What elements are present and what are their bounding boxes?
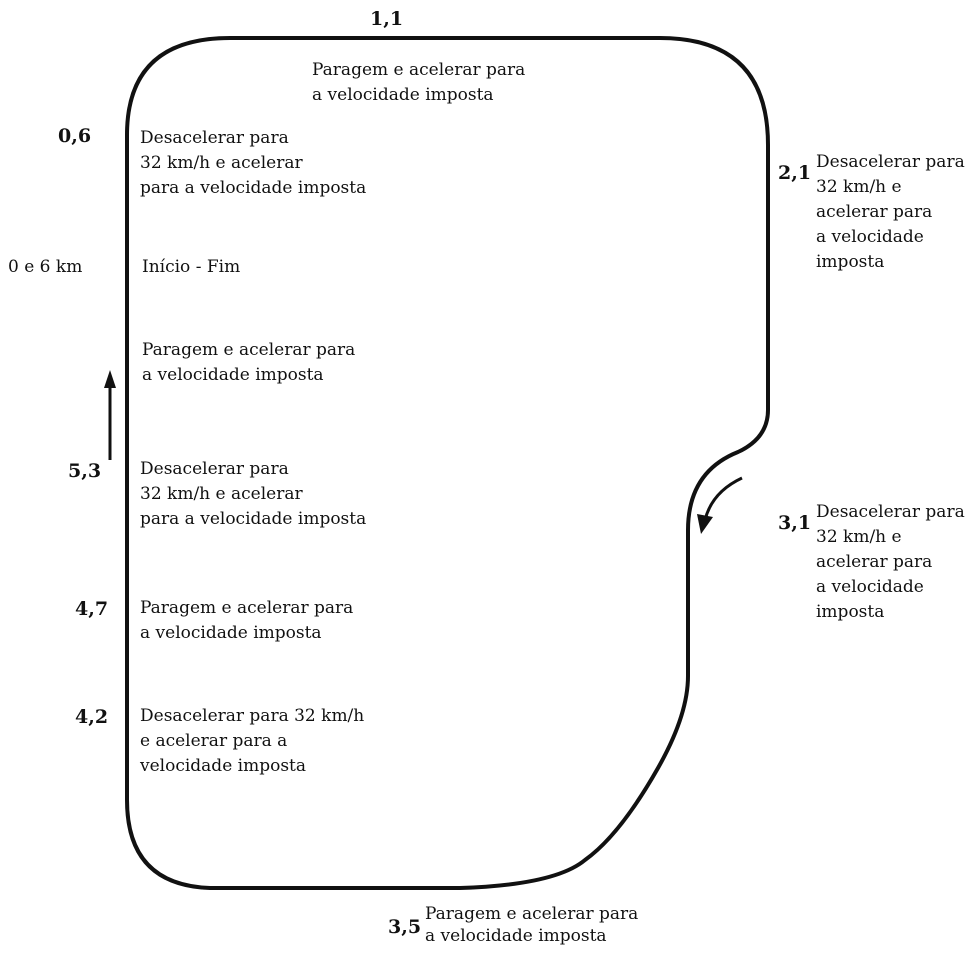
marker-km-4-7: 4,7 (75, 598, 109, 620)
note-line: Desacelerar para (140, 128, 289, 148)
direction-arrow-head-up-icon (104, 370, 116, 388)
note-line: a velocidade imposta (425, 926, 607, 946)
note-km-0-6: Desacelerar para 32 km/h e acelerar para… (140, 126, 366, 201)
note-line: imposta (816, 252, 885, 272)
note-line: Paragem e acelerar para (425, 904, 639, 924)
test-track-loop (125, 36, 770, 890)
marker-km-4-2: 4,2 (75, 706, 109, 728)
marker-km-0-6: 0,6 (58, 125, 92, 147)
note-line: Paragem e acelerar para (312, 60, 526, 80)
note-line: a velocidade (816, 227, 924, 247)
note-km-2-1: Desacelerar para 32 km/h e acelerar para… (816, 150, 965, 275)
note-line: Desacelerar para (816, 152, 965, 172)
note-line: e acelerar para a (140, 731, 288, 751)
direction-arrow-head-down-icon (697, 514, 713, 534)
note-line: a velocidade (816, 577, 924, 597)
note-line: acelerar para (816, 202, 933, 222)
note-top: Paragem e acelerar para a velocidade imp… (312, 58, 525, 108)
note-line: a velocidade imposta (142, 365, 324, 385)
note-line: 32 km/h e acelerar (140, 484, 303, 504)
direction-arrow-shaft-right (703, 476, 743, 521)
note-line: 32 km/h e (816, 177, 902, 197)
note-km-3-5: Paragem e acelerar para a velocidade imp… (425, 903, 638, 947)
note-line: acelerar para (816, 552, 933, 572)
marker-start-finish-km: 0 e 6 km (8, 257, 83, 277)
note-line: para a velocidade imposta (140, 509, 367, 529)
note-line: 32 km/h e acelerar (140, 153, 303, 173)
note-line: Desacelerar para 32 km/h (140, 706, 365, 726)
note-line: imposta (816, 602, 885, 622)
note-line: Desacelerar para (816, 502, 965, 522)
label-start-finish: Início - Fim (142, 257, 241, 277)
marker-km-3-5: 3,5 (388, 916, 422, 938)
note-km-4-2: Desacelerar para 32 km/h e acelerar para… (140, 704, 364, 779)
note-line: 32 km/h e (816, 527, 902, 547)
note-line: a velocidade imposta (312, 85, 494, 105)
note-line: Paragem e acelerar para (142, 340, 356, 360)
note-line: Desacelerar para (140, 459, 289, 479)
note-line: para a velocidade imposta (140, 178, 367, 198)
note-km-5-3: Desacelerar para 32 km/h e acelerar para… (140, 457, 366, 532)
note-line: Paragem e acelerar para (140, 598, 354, 618)
note-km-4-7: Paragem e acelerar para a velocidade imp… (140, 596, 353, 646)
marker-km-2-1: 2,1 (778, 162, 812, 184)
note-line: velocidade imposta (140, 756, 307, 776)
note-after-start: Paragem e acelerar para a velocidade imp… (142, 338, 355, 388)
marker-km-3-1: 3,1 (778, 512, 812, 534)
note-line: a velocidade imposta (140, 623, 322, 643)
note-km-3-1: Desacelerar para 32 km/h e acelerar para… (816, 500, 965, 625)
marker-km-1-1: 1,1 (370, 8, 404, 30)
marker-km-5-3: 5,3 (68, 460, 102, 482)
